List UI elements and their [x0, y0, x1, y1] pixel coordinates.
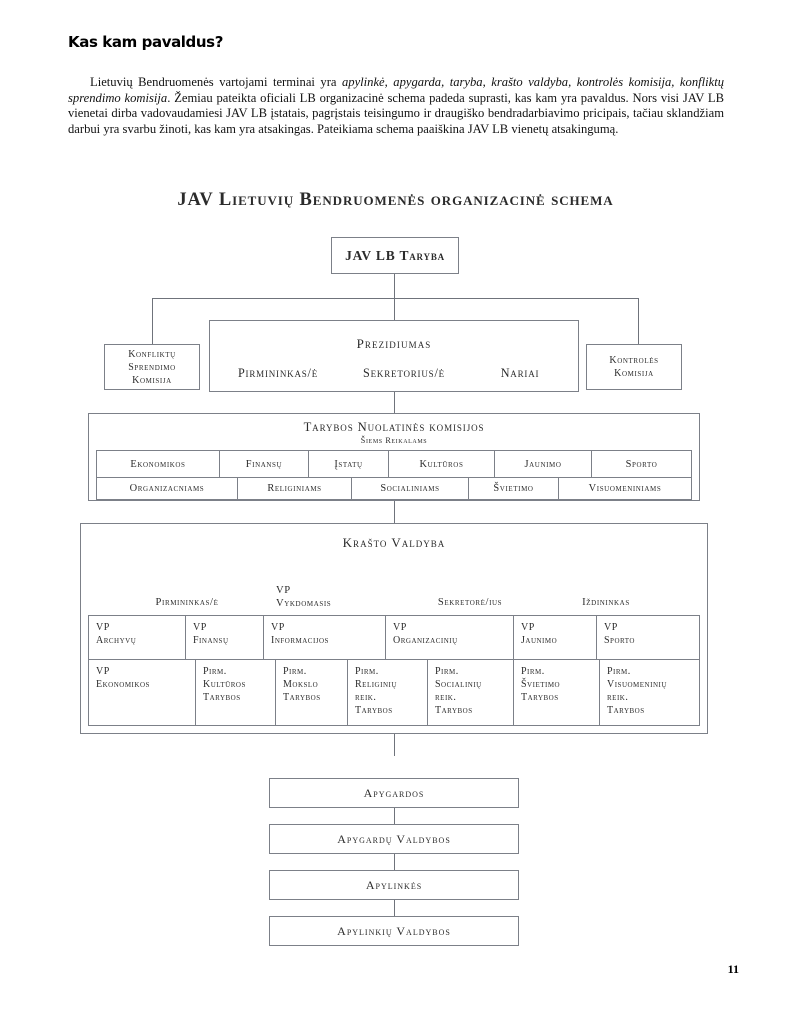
krasto-valdyba-role-izdininkas: Iždininkas — [582, 597, 630, 608]
komisijos-subtitle: Šiems Reikalams — [360, 436, 428, 445]
paragraph-part-1: Lietuvių Bendruomenės vartojami terminai… — [90, 75, 342, 89]
connector-komisijos-to-krasto-valdyba — [394, 501, 395, 523]
komisija-cell: Organizacniams — [96, 478, 238, 500]
krasto-valdyba-pirm-cell: Pirm. Kultūros Tarybos — [196, 660, 276, 726]
krasto-valdyba-role-sekretore: Sekretorė/ius — [437, 597, 503, 608]
chart-title: JAV Lietuvių Bendruomenės organizacinė s… — [177, 190, 614, 210]
page-number: 11 — [727, 962, 739, 976]
connector-bus — [152, 298, 638, 299]
connector-prezidiumas-to-komisijos — [394, 392, 395, 413]
node-apygardu-valdybos: Apygardų Valdybos — [269, 824, 519, 854]
komisija-cell: Ekonomikos — [96, 450, 220, 478]
node-tarybos-nuolatines-komisijos — [88, 413, 700, 501]
krasto-valdyba-pirm-cell: Pirm. Religinių reik. Tarybos — [348, 660, 428, 726]
connector-left-drop — [152, 298, 153, 344]
connector-right-drop — [638, 298, 639, 344]
komisija-cell: Švietimo — [469, 478, 559, 500]
prezidiumas-title: Prezidiumas — [356, 336, 432, 351]
krasto-valdyba-role-pirmininkas: Pirmininkas/ė — [155, 597, 219, 608]
krasto-valdyba-pirm-cell: Pirm. Švietimo Tarybos — [514, 660, 600, 726]
node-prezidiumas — [209, 320, 579, 392]
krasto-valdyba-vp-cell: VP Archyvų — [88, 615, 186, 660]
prezidiumas-role-nariai: Nariai — [500, 366, 540, 380]
krasto-valdyba-pirm-cell: VP Ekonomikos — [88, 660, 196, 726]
paragraph-italic-terms: apylinkė, apygarda, taryba, krašto valdy… — [68, 75, 724, 105]
node-kontroles-komisija: Kontrolės Komisija — [586, 344, 682, 390]
komisija-cell: Visuomeniniams — [559, 478, 692, 500]
komisija-cell: Socialiniams — [352, 478, 469, 500]
connector-apygardos-to-apygardu-valdybos — [394, 808, 395, 824]
komisija-cell: Sporto — [592, 450, 692, 478]
node-apygardos: Apygardos — [269, 778, 519, 808]
page-title: Kas kam pavaldus? — [68, 33, 223, 51]
komisija-cell: Finansų — [220, 450, 309, 478]
krasto-valdyba-pirm-cell: Pirm. Mokslo Tarybos — [276, 660, 348, 726]
krasto-valdyba-vp-cell: VP Organizacinių — [386, 615, 514, 660]
krasto-valdyba-vp-cell: VP Jaunimo — [514, 615, 597, 660]
komisija-cell: Jaunimo — [495, 450, 592, 478]
connector-apylinkes-to-apylinkiu-valdybos — [394, 900, 395, 916]
krasto-valdyba-role-vp-vykdomasis: VP Vykdomasis — [276, 585, 332, 609]
org-chart: JAV Lietuvių Bendruomenės organizacinė s… — [0, 178, 791, 968]
paragraph-part-2: . Žemiau pateikta oficiali LB organizaci… — [68, 90, 725, 136]
node-jav-lb-taryba: JAV LB Taryba — [331, 237, 459, 274]
krasto-valdyba-vp-cell: VP Sporto — [597, 615, 700, 660]
krasto-valdyba-pirm-cell: Pirm. Socialinių reik. Tarybos — [428, 660, 514, 726]
connector-center-drop — [394, 298, 395, 320]
komisijos-title: Tarybos Nuolatinės komisijos — [303, 420, 485, 434]
node-konfliktu-sprendimo-komisija: Konfliktų Sprendimo Komisija — [104, 344, 200, 390]
connector-krasto-valdyba-to-apygardos — [394, 734, 395, 756]
krasto-valdyba-vp-cell: VP Finansų — [186, 615, 264, 660]
komisija-cell: Kultūros — [389, 450, 495, 478]
krasto-valdyba-vp-cell: VP Informacijos — [264, 615, 386, 660]
komisija-cell: Religiniams — [238, 478, 352, 500]
connector-apygardu-valdybos-to-apylinkes — [394, 854, 395, 870]
connector-root-stem — [394, 274, 395, 298]
krasto-valdyba-pirm-cell: Pirm. Visuomeninių reik. Tarybos — [600, 660, 700, 726]
node-apylinkes: Apylinkės — [269, 870, 519, 900]
komisija-cell: Įstatų — [309, 450, 389, 478]
node-apylinkiu-valdybos: Apylinkių Valdybos — [269, 916, 519, 946]
prezidiumas-role-pirmininkas: Pirmininkas/ė — [237, 366, 319, 380]
intro-paragraph: Lietuvių Bendruomenės vartojami terminai… — [68, 75, 724, 137]
krasto-valdyba-title: Krašto Valdyba — [342, 535, 446, 550]
prezidiumas-role-sekretorius: Sekretorius/ė — [363, 366, 445, 380]
